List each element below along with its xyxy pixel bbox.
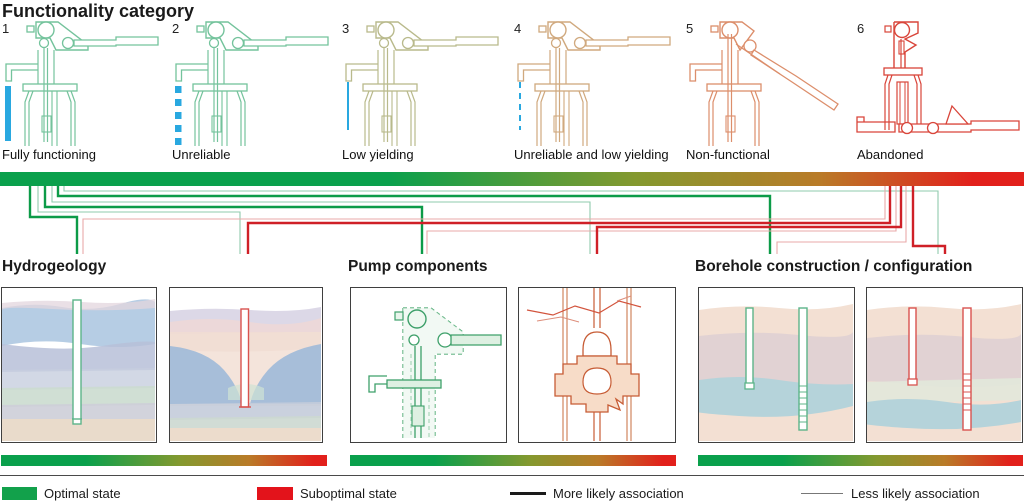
category-label: Unreliable xyxy=(172,147,231,162)
legend-divider xyxy=(0,475,1024,476)
association-line-pump-right-red xyxy=(595,186,903,254)
association-line-hydro-left-red xyxy=(82,186,886,254)
category-label: Unreliable and low yielding xyxy=(514,147,669,162)
optimal-state-label: Optimal state xyxy=(44,486,121,501)
hydrogeology-gradient-bar xyxy=(1,455,327,466)
association-line-hydro-right-green xyxy=(37,186,241,254)
association-line-pump-right-green xyxy=(51,186,591,254)
pump-category-4: 4 Unreliable and low yielding xyxy=(512,20,682,165)
category-number: 2 xyxy=(172,21,180,36)
pump-category-5: 5 Non-functional xyxy=(684,20,854,165)
category-number: 5 xyxy=(686,21,694,36)
panel-hydrogeology-suboptimal xyxy=(169,287,323,443)
pump-icon-up xyxy=(517,21,671,146)
association-line-pump-left-green xyxy=(43,186,424,254)
less-likely-label: Less likely association xyxy=(851,486,980,501)
section-title-borehole: Borehole construction / configuration xyxy=(695,258,973,275)
suboptimal-state-swatch xyxy=(257,487,293,500)
pump-icon-up xyxy=(345,21,499,146)
suboptimal-state-label: Suboptimal state xyxy=(300,486,397,501)
category-label: Non-functional xyxy=(686,147,770,162)
pump-category-6: 6 Abandoned xyxy=(855,20,1024,165)
association-line-borehole-right-red xyxy=(911,186,947,254)
category-label: Fully functioning xyxy=(2,147,96,162)
more-likely-line-icon xyxy=(510,492,546,495)
association-lines xyxy=(28,186,947,254)
less-likely-line-icon xyxy=(801,493,843,494)
pump-category-3: 3 Low yielding xyxy=(340,20,510,165)
pump-category-2: 2 Unreliable xyxy=(170,20,340,165)
category-label: Low yielding xyxy=(342,147,414,162)
category-number: 1 xyxy=(2,21,10,36)
category-number: 4 xyxy=(514,21,522,36)
pump-icon-up xyxy=(175,21,329,146)
pump-components-gradient-bar xyxy=(350,455,676,466)
association-line-borehole-left-green xyxy=(56,186,772,254)
category-number: 3 xyxy=(342,21,350,36)
pump-icon-down xyxy=(689,21,839,146)
panel-pump-components-suboptimal xyxy=(518,287,676,443)
association-line-hydro-left-green xyxy=(28,186,79,254)
pump-category-1: 1 Fully functioning xyxy=(0,20,170,165)
association-line-borehole-left-red xyxy=(776,186,907,254)
section-title-hydrogeology: Hydrogeology xyxy=(2,258,107,275)
borehole-gradient-bar xyxy=(698,455,1023,466)
association-line-hydro-right-red xyxy=(246,186,892,254)
panel-borehole-optimal xyxy=(698,287,855,443)
panel-hydrogeology-optimal xyxy=(1,287,157,443)
page-title: Functionality category xyxy=(2,1,195,21)
pump-icon-up xyxy=(5,21,159,146)
functionality-gradient-bar xyxy=(0,172,1024,186)
association-line-pump-left-red xyxy=(426,186,897,254)
panel-borehole-suboptimal xyxy=(866,287,1023,443)
category-number: 6 xyxy=(857,21,865,36)
association-line-borehole-right-green xyxy=(63,186,939,254)
section-title-pump-components: Pump components xyxy=(348,258,488,275)
category-label: Abandoned xyxy=(857,147,924,162)
optimal-state-swatch xyxy=(2,487,37,500)
panel-pump-components-optimal xyxy=(350,287,507,443)
more-likely-label: More likely association xyxy=(553,486,684,501)
pump-icon-broken xyxy=(856,21,1020,135)
